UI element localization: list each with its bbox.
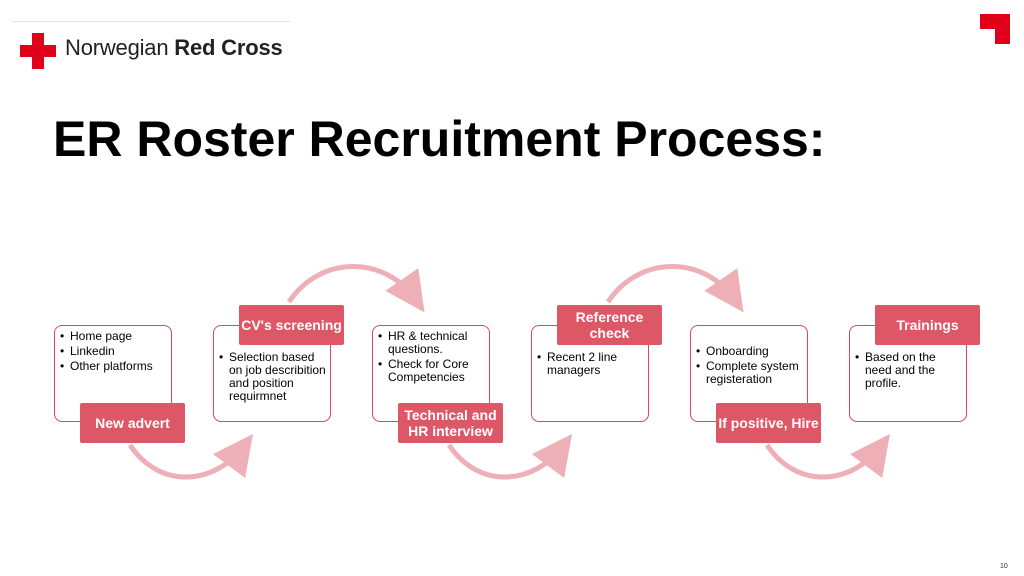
arrow-4 xyxy=(605,264,744,313)
bullet-item: •Linkedin xyxy=(60,344,115,358)
step-label-hire: If positive, Hire xyxy=(716,403,821,443)
step-label-new-advert: New advert xyxy=(80,403,185,443)
arrow-1 xyxy=(127,433,253,480)
corner-mark-icon xyxy=(980,14,1010,44)
bullet-item: •Recent 2 line managers xyxy=(537,350,618,377)
arrow-2 xyxy=(286,264,425,313)
page-number: 10 xyxy=(1000,563,1008,570)
arrow-5 xyxy=(764,433,890,480)
header-divider xyxy=(12,21,291,22)
bullet-item: •Onboarding xyxy=(696,344,769,358)
red-cross-logo-icon xyxy=(20,33,56,69)
bullet-item: •Based on the need and the profile. xyxy=(855,350,936,390)
slide-title: ER Roster Recruitment Process: xyxy=(53,111,826,167)
step-label-trainings: Trainings xyxy=(875,305,980,345)
step-label-reference-check: Reference check xyxy=(557,305,662,345)
brand-name: Norwegian Red Cross xyxy=(65,35,283,60)
bullet-item: •Other platforms xyxy=(60,359,153,373)
bullet-item: •Selection based on job describition and… xyxy=(219,350,326,403)
bullet-item: •Check for Core Competencies xyxy=(378,357,469,384)
arrow-3 xyxy=(446,433,572,480)
bullet-item: •HR & technical questions. xyxy=(378,329,468,356)
bullet-item: •Home page xyxy=(60,329,133,343)
step-label-technical-hr-interview: Technical and HR interview xyxy=(398,403,503,443)
bullet-item: •Complete system registeration xyxy=(696,359,799,386)
step-label-cv-screening: CV's screening xyxy=(239,305,344,345)
